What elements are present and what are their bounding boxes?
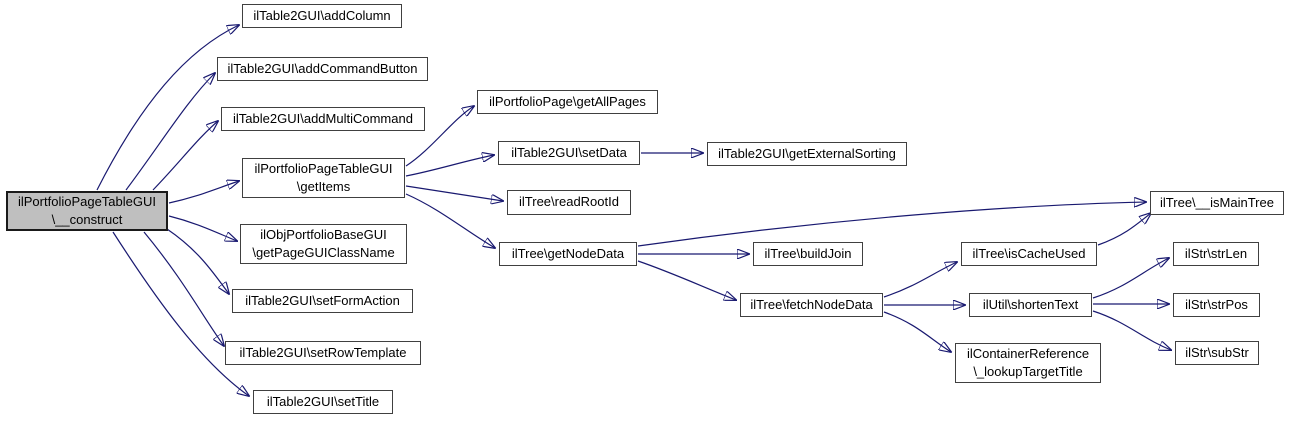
- node-ilportfoliopagetablegui-getitems[interactable]: ilPortfolioPageTableGUI \getItems: [242, 158, 405, 198]
- node-iltable2gui-addcolumn[interactable]: ilTable2GUI\addColumn: [242, 4, 402, 28]
- node-iltree-buildjoin[interactable]: ilTree\buildJoin: [753, 242, 863, 266]
- edge-shortentext-substr: [1092, 310, 1171, 350]
- node-ilstr-strlen[interactable]: ilStr\strLen: [1173, 242, 1259, 266]
- edge-getitems-setdata: [405, 155, 494, 177]
- node-iltree-iscacheused[interactable]: ilTree\isCacheUsed: [961, 242, 1097, 266]
- edge-root-addcommandbutton: [125, 73, 215, 191]
- node-ilportfoliopagetablegui-construct: ilPortfolioPageTableGUI \__construct: [6, 191, 168, 231]
- node-iltable2gui-setrowtemplate[interactable]: ilTable2GUI\setRowTemplate: [225, 341, 421, 365]
- edge-iscacheused-ismaintree: [1097, 213, 1151, 246]
- edge-shortentext-strlen: [1092, 258, 1169, 299]
- edge-root-setformaction: [166, 228, 229, 294]
- edge-root-setrowtemplate: [143, 231, 224, 346]
- edge-getnodedata-ismaintree: [637, 202, 1146, 247]
- node-iltable2gui-setdata[interactable]: ilTable2GUI\setData: [498, 141, 640, 165]
- edge-getnodedata-fetchnodedata: [637, 260, 736, 300]
- node-iltable2gui-addmulticommand[interactable]: ilTable2GUI\addMultiCommand: [221, 107, 425, 131]
- edge-getitems-getnodedata: [405, 193, 495, 248]
- edge-fetchnodedata-iscacheused: [883, 262, 957, 298]
- node-iltree-readrootid[interactable]: ilTree\readRootId: [507, 190, 631, 215]
- node-ilobjportfoliobasegui-getpageguiclassname[interactable]: ilObjPortfolioBaseGUI \getPageGUIClassNa…: [240, 224, 407, 264]
- node-iltree-getnodedata[interactable]: ilTree\getNodeData: [499, 242, 637, 266]
- node-iltable2gui-getexternalsorting[interactable]: ilTable2GUI\getExternalSorting: [707, 142, 907, 166]
- node-iltable2gui-settitle[interactable]: ilTable2GUI\setTitle: [253, 390, 393, 414]
- node-ilportfoliopage-getallpages[interactable]: ilPortfolioPage\getAllPages: [477, 90, 658, 114]
- node-ilstr-strpos[interactable]: ilStr\strPos: [1173, 293, 1260, 317]
- edge-fetchnodedata-lookuptargettitle: [883, 311, 951, 352]
- edge-getitems-readrootid: [405, 185, 503, 201]
- node-ilstr-substr[interactable]: ilStr\subStr: [1175, 341, 1259, 365]
- node-iltable2gui-setformaction[interactable]: ilTable2GUI\setFormAction: [232, 289, 413, 313]
- edge-root-settitle: [112, 231, 249, 396]
- edge-root-getitems: [168, 181, 239, 204]
- edge-root-addmulticommand: [152, 121, 218, 191]
- node-ilcontainerreference-lookuptargettitle[interactable]: ilContainerReference \_lookupTargetTitle: [955, 343, 1101, 383]
- node-iltable2gui-addcommandbutton[interactable]: ilTable2GUI\addCommandButton: [217, 57, 428, 81]
- node-iltree-ismaintree[interactable]: ilTree\__isMainTree: [1150, 191, 1284, 215]
- edge-root-addcolumn: [96, 25, 239, 191]
- edge-root-getpageguiclassname: [168, 215, 237, 241]
- node-ilutil-shortentext[interactable]: ilUtil\shortenText: [969, 293, 1092, 317]
- node-iltree-fetchnodedata[interactable]: ilTree\fetchNodeData: [740, 293, 883, 317]
